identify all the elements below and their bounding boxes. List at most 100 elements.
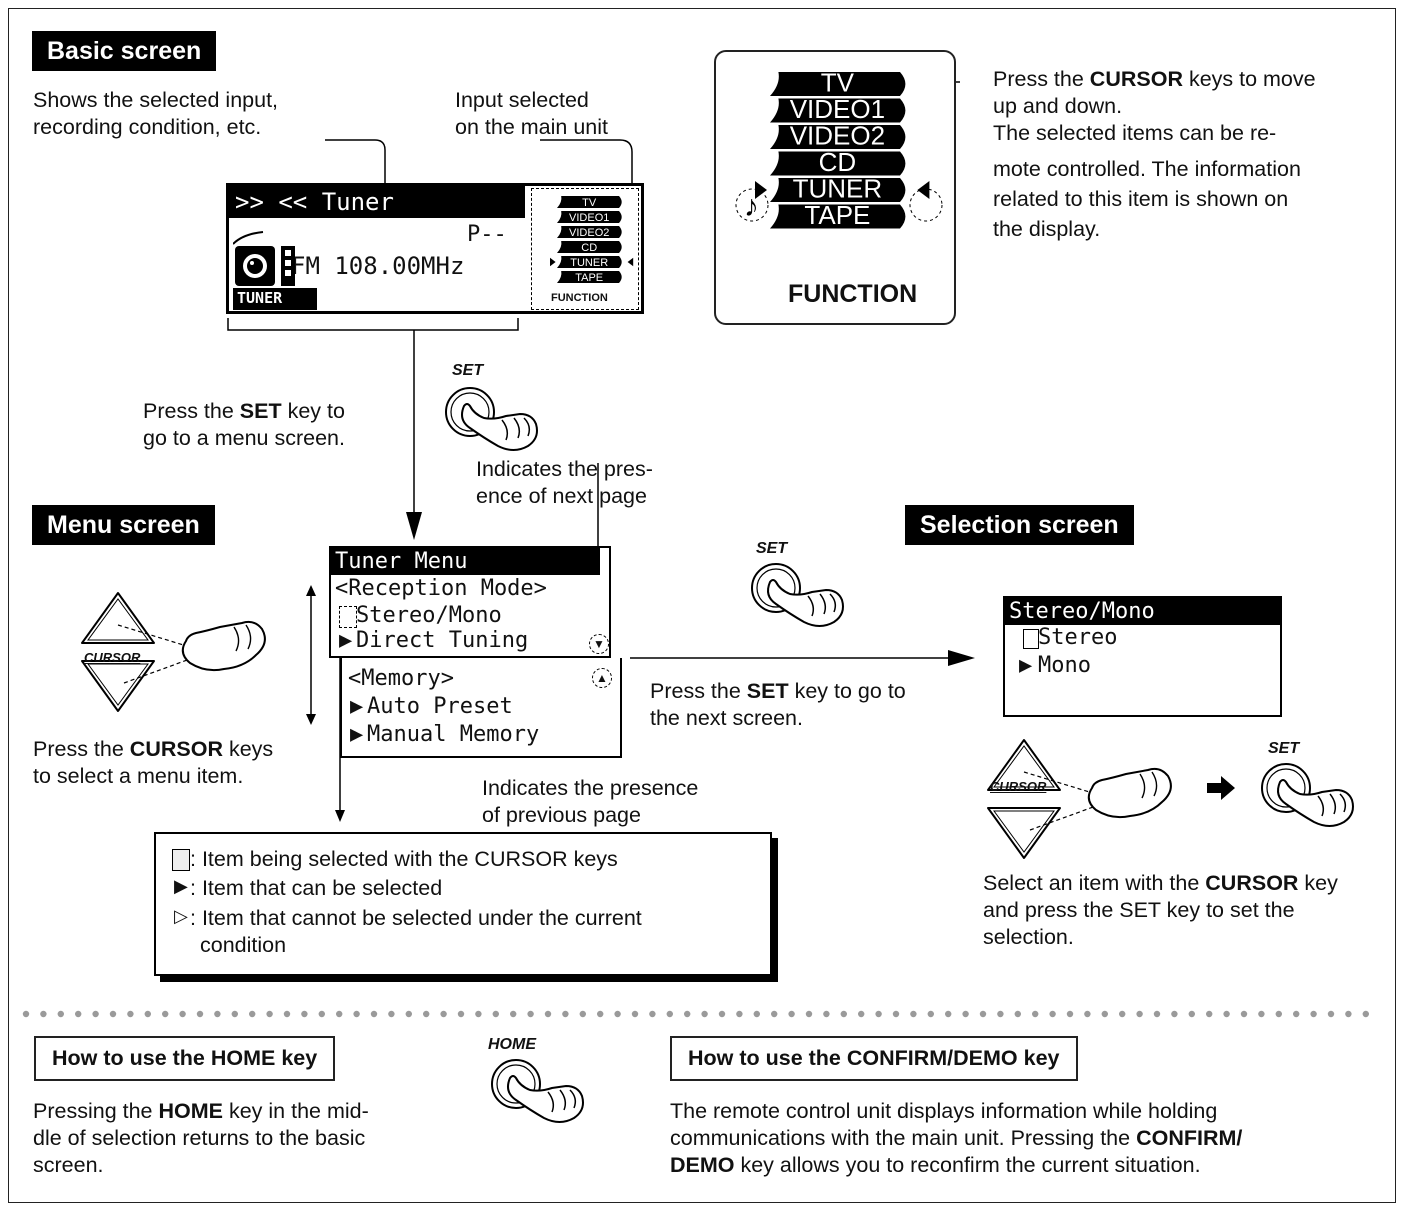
menu-lcd-item-stereo-mono[interactable]: Stereo/Mono <box>356 603 502 628</box>
basic-screen-title: Basic screen <box>32 31 217 71</box>
menu-lcd-page2: <Memory> ▶ Auto Preset ▶ Manual Memory ▲ <box>340 658 622 758</box>
function-item-label: VIDEO1 <box>569 212 609 224</box>
function-item-label: VIDEO2 <box>569 227 609 239</box>
selection-lcd: Stereo/Mono Stereo ▶ Mono <box>1003 596 1282 717</box>
menu-note-line1: Press the CURSOR keys <box>33 737 274 761</box>
music-note-icon: ♪ <box>744 190 759 223</box>
function-item-tv[interactable]: TV <box>557 196 622 209</box>
selection-note-line2: and press the SET key to set the <box>983 898 1295 922</box>
press-set-menu-line2: go to a menu screen. <box>143 426 345 450</box>
dotted-separator <box>22 1010 1370 1018</box>
menu-lcd-title: Tuner Menu <box>331 548 600 575</box>
confirm-heading: How to use the CONFIRM/DEMO key <box>670 1036 1078 1081</box>
lcd-top-source: Tuner <box>321 188 394 216</box>
press-set-next-line2: the next screen. <box>650 706 803 730</box>
tuner-speaker-icon <box>233 231 317 310</box>
page-frame <box>8 8 1396 1203</box>
legend-unselectable-text-line1: : Item that cannot be selected under the… <box>190 906 642 930</box>
menu-lcd2-item-auto-preset[interactable]: Auto Preset <box>367 694 513 719</box>
function-item-tape[interactable]: TAPE <box>770 200 906 230</box>
function-item-cd[interactable]: CD <box>770 147 906 177</box>
function-item-tv[interactable]: TV <box>770 68 906 98</box>
set-key-hand-icon-3[interactable] <box>1256 756 1366 846</box>
menu-lcd2-section: <Memory> <box>348 666 454 691</box>
left-marker-icon <box>550 257 556 267</box>
function-item-video1[interactable]: VIDEO1 <box>557 211 622 224</box>
right-marker-icon <box>627 257 634 267</box>
selection-selected-marker-icon <box>1023 629 1039 649</box>
menu-lcd2-selectable-icon-2: ▶ <box>350 722 364 747</box>
home-key-hand-icon[interactable] <box>486 1052 596 1142</box>
cursor-note-line2: up and down. <box>993 94 1123 118</box>
function-item-label: TV <box>821 68 855 98</box>
function-item-cd[interactable]: CD <box>557 241 622 254</box>
set-key-hand-icon[interactable] <box>440 380 550 470</box>
function-big-label: FUNCTION <box>788 280 918 308</box>
function-item-video1[interactable]: VIDEO1 <box>770 94 906 124</box>
menu-lcd-item-direct-tuning[interactable]: Direct Tuning <box>356 628 529 653</box>
legend-selected-text: : Item being selected with the CURSOR ke… <box>190 847 618 871</box>
legend-unselectable-text-line2: condition <box>200 933 287 957</box>
menu-note-line2: to select a menu item. <box>33 764 244 788</box>
prev-page-note-line1: Indicates the presence <box>482 776 699 800</box>
next-page-note-line2: ence of next page <box>476 484 647 508</box>
home-text-line1: Pressing the HOME key in the mid- <box>33 1099 369 1123</box>
set-key-label-3: SET <box>1268 740 1300 757</box>
menu-lcd2-item-manual-memory[interactable]: Manual Memory <box>367 722 540 747</box>
cursor-note-line4: mote controlled. The information <box>993 157 1301 181</box>
function-item-label: TAPE <box>804 200 870 230</box>
menu-selectable-icon: ▶ <box>339 628 353 653</box>
menu-selected-marker-icon <box>339 606 357 628</box>
function-item-label: VIDEO2 <box>790 121 885 151</box>
selection-lcd-title: Stereo/Mono <box>1005 598 1280 625</box>
selection-selectable-icon: ▶ <box>1019 653 1033 678</box>
next-page-icon: ▼ <box>589 634 609 654</box>
function-item-tape[interactable]: TAPE <box>557 271 622 284</box>
lcd-function-panel <box>531 188 639 310</box>
function-item-tuner[interactable]: TUNER <box>770 174 906 204</box>
lcd-top-prefix: >> << <box>235 188 308 216</box>
menu-screen-title: Menu screen <box>32 505 215 545</box>
confirm-text-line1: The remote control unit displays informa… <box>670 1099 1218 1123</box>
arrow-marker-circle <box>909 188 943 222</box>
set-key-label-1: SET <box>452 362 484 379</box>
menu-lcd-section: <Reception Mode> <box>335 576 547 601</box>
selection-cursor-pad-label: CURSOR <box>990 779 1047 794</box>
cursor-note-line5: related to this item is shown on <box>993 187 1289 211</box>
selection-screen-title: Selection screen <box>905 505 1134 545</box>
lcd-preset: P-- <box>467 222 507 247</box>
function-item-video2[interactable]: VIDEO2 <box>557 226 622 239</box>
function-item-tuner[interactable]: TUNER <box>557 256 622 269</box>
set-key-label-2: SET <box>756 540 788 557</box>
lcd-frequency: FM 108.00MHz <box>291 252 465 280</box>
press-set-next-line1: Press the SET key to go to <box>650 679 906 703</box>
cursor-pad-label: CURSOR <box>84 650 141 665</box>
prev-page-icon: ▲ <box>592 668 612 688</box>
input-selected-line2: on the main unit <box>455 115 608 139</box>
note-marker-circle <box>735 188 769 222</box>
next-page-note-line1: Indicates the pres- <box>476 457 653 481</box>
home-text-line3: screen. <box>33 1153 104 1177</box>
selection-cursor-pad-icon[interactable] <box>980 732 1200 872</box>
lcd-top-bar: >> << Tuner <box>229 186 525 218</box>
basic-lcd: >> << Tuner P-- FM 108.00MHz TUNER TV VID… <box>226 183 644 314</box>
lcd-function-label: FUNCTION <box>551 292 608 304</box>
set-key-hand-icon-2[interactable] <box>746 556 856 646</box>
cursor-note-line3: The selected items can be re- <box>993 121 1277 145</box>
confirm-text-line2: communications with the main unit. Press… <box>670 1126 1243 1150</box>
selection-lcd-item-mono[interactable]: Mono <box>1038 653 1091 678</box>
function-item-label: CD <box>581 242 597 254</box>
function-item-label: TUNER <box>793 174 883 204</box>
cursor-pad-icon[interactable] <box>74 585 294 725</box>
left-marker-icon <box>755 181 767 199</box>
function-item-video2[interactable]: VIDEO2 <box>770 121 906 151</box>
lcd-tuner-label: TUNER <box>237 289 283 307</box>
input-selected-line1: Input selected <box>455 88 589 112</box>
home-text-line2: dle of selection returns to the basic <box>33 1126 366 1150</box>
selection-lcd-item-stereo[interactable]: Stereo <box>1038 625 1118 650</box>
confirm-text-line3: DEMO key allows you to reconfirm the cur… <box>670 1153 1201 1177</box>
basic-desc-line2: recording condition, etc. <box>33 115 262 139</box>
selection-note-line3: selection. <box>983 925 1074 949</box>
right-marker-icon <box>917 181 930 199</box>
